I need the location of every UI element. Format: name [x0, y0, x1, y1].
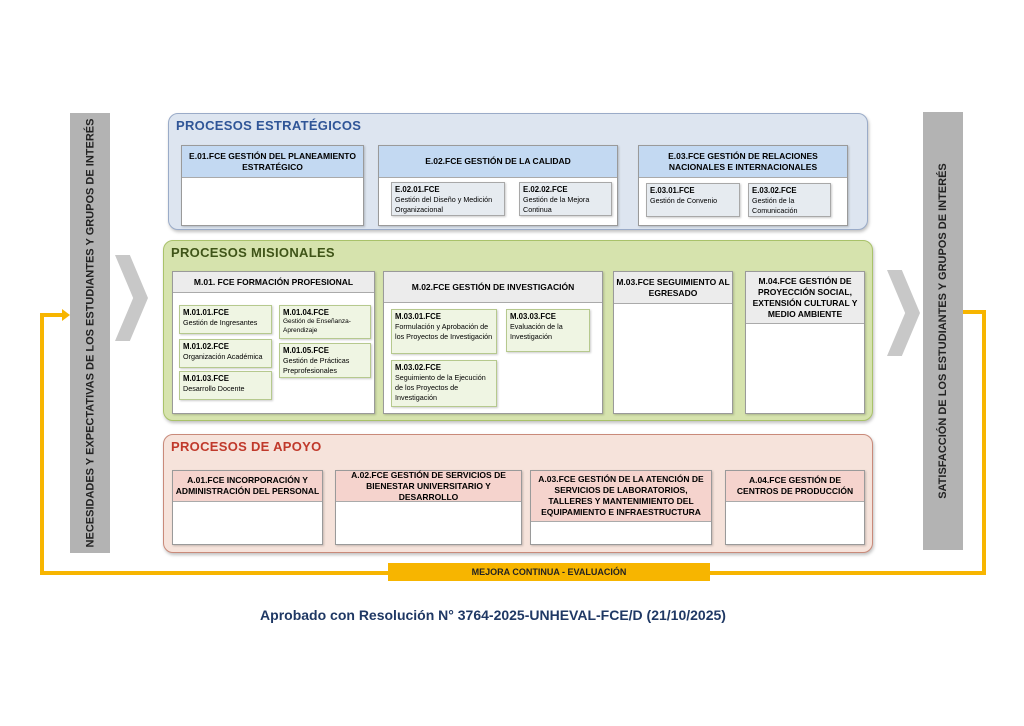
- process-box: M.03.FCE SEGUIMIENTO AL EGRESADO: [613, 271, 733, 414]
- loop-line-right: [982, 310, 986, 575]
- process-title: A.04.FCE GESTIÓN DE CENTROS DE PRODUCCIÓ…: [726, 471, 864, 502]
- loop-line-top-right: [963, 310, 986, 314]
- chevron-right-icon: [887, 270, 920, 356]
- process-box: A.01.FCE INCORPORACIÓN Y ADMINISTRACIÓN …: [172, 470, 323, 545]
- process-box: A.04.FCE GESTIÓN DE CENTROS DE PRODUCCIÓ…: [725, 470, 865, 545]
- process-title: M.02.FCE GESTIÓN DE INVESTIGACIÓN: [384, 272, 602, 303]
- process-title: M.03.FCE SEGUIMIENTO AL EGRESADO: [614, 272, 732, 304]
- approval-footer: Aprobado con Resolución N° 3764-2025-UNH…: [260, 607, 726, 623]
- right-bar-satisfaction: SATISFACCIÓN DE LOS ESTUDIANTES Y GRUPOS…: [923, 112, 963, 550]
- right-bar-text: SATISFACCIÓN DE LOS ESTUDIANTES Y GRUPOS…: [937, 163, 949, 499]
- process-box: A.03.FCE GESTIÓN DE LA ATENCIÓN DE SERVI…: [530, 470, 712, 545]
- left-bar-text: NECESIDADES Y EXPECTATIVAS DE LOS ESTUDI…: [84, 118, 97, 548]
- process-title: A.03.FCE GESTIÓN DE LA ATENCIÓN DE SERVI…: [531, 471, 711, 522]
- process-title: A.01.FCE INCORPORACIÓN Y ADMINISTRACIÓN …: [173, 471, 322, 502]
- panel-title: PROCESOS MISIONALES: [171, 245, 335, 260]
- process-title: E.02.FCE GESTIÓN DE LA CALIDAD: [379, 146, 617, 178]
- process-box: A.02.FCE GESTIÓN DE SERVICIOS DE BIENEST…: [335, 470, 522, 545]
- loop-label: MEJORA CONTINUA - EVALUACIÓN: [388, 563, 710, 581]
- loop-line-top-left: [40, 313, 64, 317]
- process-title: E.01.FCE GESTIÓN DEL PLANEAMIENTO ESTRAT…: [182, 146, 363, 178]
- chevron-right-icon: [115, 255, 148, 341]
- loop-arrow-right-icon: [62, 309, 70, 321]
- process-title: A.02.FCE GESTIÓN DE SERVICIOS DE BIENEST…: [336, 470, 521, 502]
- process-box: E.01.FCE GESTIÓN DEL PLANEAMIENTO ESTRAT…: [181, 145, 364, 226]
- left-bar-needs: NECESIDADES Y EXPECTATIVAS DE LOS ESTUDI…: [70, 113, 110, 553]
- process-title: E.03.FCE GESTIÓN DE RELACIONES NACIONALE…: [639, 146, 847, 178]
- panel-title: PROCESOS ESTRATÉGICOS: [176, 118, 362, 133]
- panel-title: PROCESOS DE APOYO: [171, 439, 322, 454]
- process-box: M.04.FCE GESTIÓN DE PROYECCIÓN SOCIAL, E…: [745, 271, 865, 414]
- process-title: M.04.FCE GESTIÓN DE PROYECCIÓN SOCIAL, E…: [746, 272, 864, 324]
- process-title: M.01. FCE FORMACIÓN PROFESIONAL: [173, 272, 374, 293]
- loop-line-left: [40, 313, 44, 575]
